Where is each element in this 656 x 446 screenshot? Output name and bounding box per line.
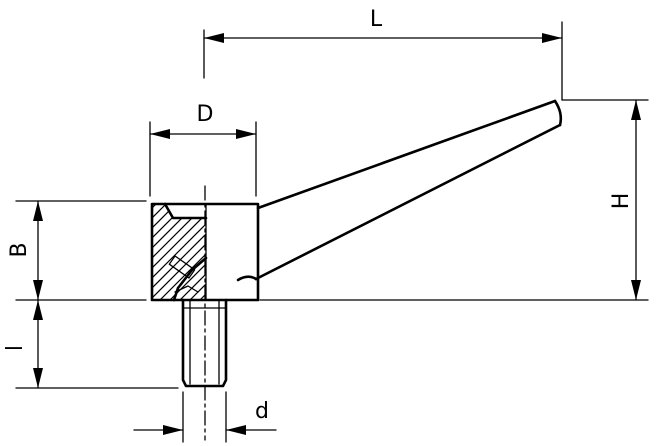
dimension-l-label: l	[3, 345, 28, 351]
dimension-B: B	[7, 200, 43, 301]
dimension-H: H	[609, 99, 641, 301]
lever-arm	[236, 99, 563, 282]
ratchet-detail	[168, 255, 208, 302]
dimension-H-label: H	[609, 193, 634, 210]
dimension-D-label: D	[197, 102, 214, 127]
dimension-L-label: L	[370, 7, 383, 32]
dimension-d: d	[133, 399, 277, 435]
dimension-D: D	[149, 102, 257, 139]
dimension-l: l	[3, 299, 43, 389]
dimension-L: L	[203, 7, 563, 43]
dimension-d-label: d	[255, 399, 269, 424]
dimension-B-label: B	[7, 242, 32, 257]
section-hatching	[152, 204, 206, 300]
extension-lines	[15, 21, 649, 443]
